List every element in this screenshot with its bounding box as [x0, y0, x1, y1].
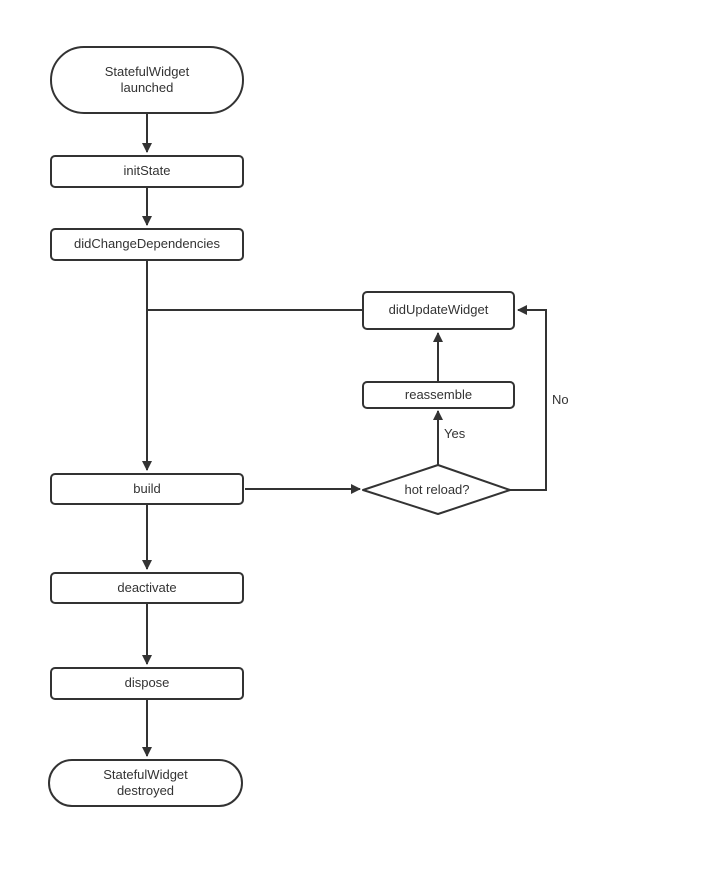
edge-label-no: No — [551, 392, 570, 407]
node-didchangedependencies: didChangeDependencies — [50, 228, 244, 261]
node-didupdatewidget: didUpdateWidget — [362, 291, 515, 330]
node-statefulwidget-launched: StatefulWidget launched — [50, 46, 244, 114]
hot-reload-decision-shape — [362, 464, 511, 515]
edge-label-yes: Yes — [443, 426, 467, 441]
node-deactivate: deactivate — [50, 572, 244, 604]
node-hot-reload-label: hot reload? — [404, 482, 470, 497]
node-build: build — [50, 473, 244, 505]
arrow-hotreload-no-to-didupdatewidget — [510, 305, 547, 491]
node-reassemble: reassemble — [362, 381, 515, 409]
node-dispose: dispose — [50, 667, 244, 700]
connectors — [142, 114, 547, 757]
node-statefulwidget-destroyed: StatefulWidget destroyed — [48, 759, 243, 807]
node-initstate: initState — [50, 155, 244, 188]
